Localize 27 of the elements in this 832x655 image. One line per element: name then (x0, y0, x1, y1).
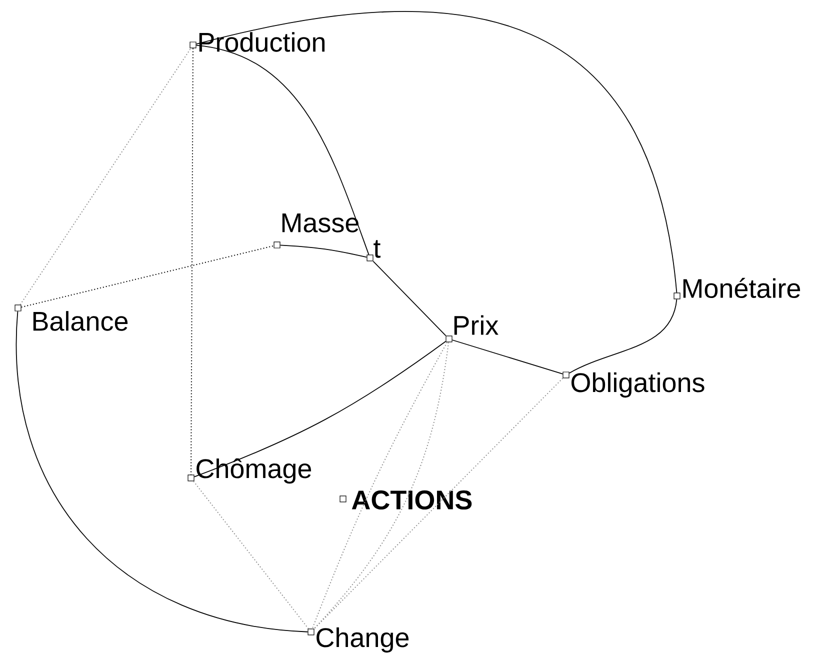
connector (190, 48, 194, 476)
connector (16, 310, 308, 632)
node-label: Prix (454, 315, 498, 335)
labeled-point: Production (190, 32, 325, 52)
labeled-point: Monétaire (674, 278, 800, 300)
connector (568, 298, 678, 374)
connector (196, 11, 678, 294)
labeled-point: Prix (446, 315, 498, 342)
connector (452, 340, 564, 374)
node-label: t (374, 240, 381, 258)
labeled-point: Masse (274, 214, 359, 248)
connector (193, 480, 309, 630)
connector (372, 260, 446, 336)
labeled-point: Balance (14, 304, 128, 331)
labeled-point: Chômage (188, 458, 312, 484)
connector (20, 245, 274, 308)
node-label: Balance (33, 311, 128, 331)
labeled-point: t (366, 240, 381, 262)
labeled-point: Obligations (562, 372, 704, 398)
connector (314, 378, 564, 630)
labeled-point: ACTIONS (340, 490, 472, 510)
labeled-point: Change (308, 627, 409, 653)
node-label: Masse (282, 214, 359, 232)
connector (280, 244, 368, 258)
connector (20, 48, 192, 306)
connector (196, 44, 370, 256)
connector (194, 340, 446, 478)
